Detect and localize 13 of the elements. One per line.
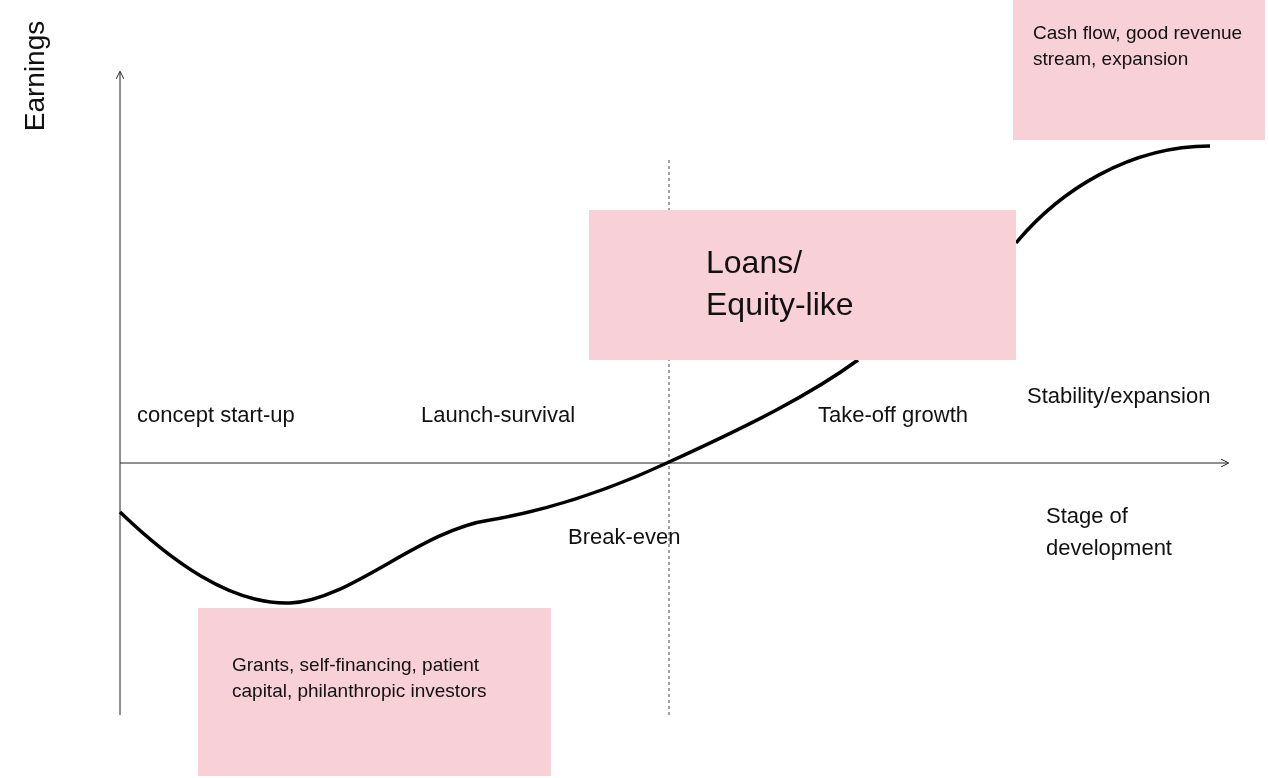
stage-label: Launch-survival [421, 402, 576, 428]
stage-label: Stability/expansion [1027, 383, 1211, 409]
stage-label: concept start-up [137, 402, 295, 428]
funding-box [198, 608, 551, 776]
funding-text: Grants, self-financing, patient capital, philanthropic investors [232, 653, 488, 703]
axis-title: Stage of development [1046, 502, 1173, 562]
funding-box [589, 210, 1016, 360]
funding-box [1013, 0, 1265, 140]
point-label: Break-even [568, 524, 681, 550]
axis-title: Earnings [19, 20, 52, 132]
stage-label: Take-off growth [818, 402, 968, 428]
funding-text: Cash flow, good revenue stream, expansion [1033, 21, 1244, 71]
funding-text: Loans/ Equity-like [706, 243, 855, 324]
